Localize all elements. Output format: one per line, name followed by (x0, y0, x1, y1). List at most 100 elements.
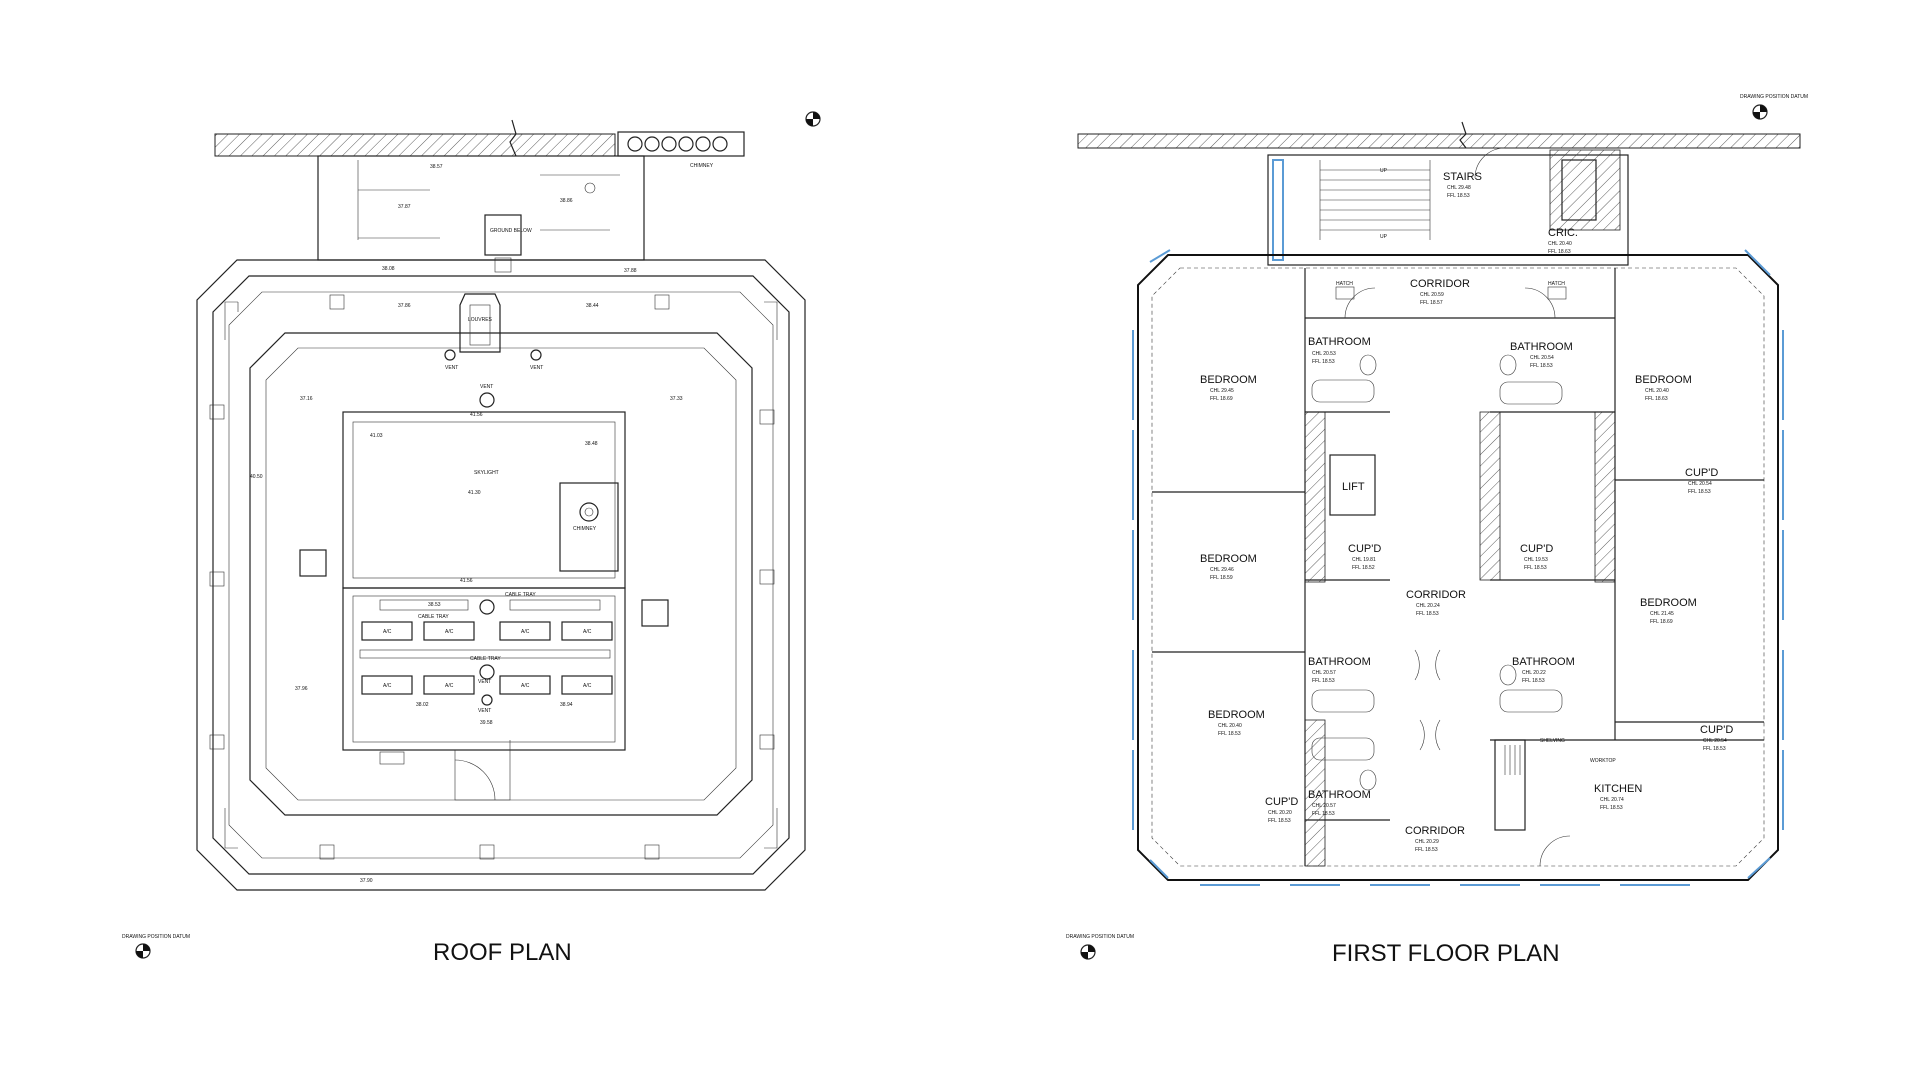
room-ffl: FFL 18.53 (1415, 847, 1438, 853)
datum-target-icon (805, 111, 821, 127)
spot-level: 38.44 (586, 303, 599, 309)
room-name: BATHROOM (1308, 789, 1371, 801)
cable-tray-a-label: CABLE TRAY (418, 614, 449, 620)
vent-icon (479, 392, 495, 408)
spot-level: 38.02 (416, 702, 429, 708)
spot-level: 38.94 (560, 702, 573, 708)
roof-outer-parapet (196, 259, 806, 891)
room-ffl: FFL 18.63 (1645, 396, 1668, 402)
room-ffl: FFL 18.53 (1530, 363, 1553, 369)
vent-icon (530, 349, 542, 361)
ac-unit-label: A/C (383, 629, 392, 635)
up-a-label: UP (1380, 168, 1388, 174)
roof-annex (317, 155, 645, 261)
worktop-label: WORKTOP (1590, 758, 1616, 764)
spot-level: 41.56 (460, 578, 473, 584)
room-chl: CHL 29.48 (1447, 185, 1471, 191)
room-name: CUP'D (1700, 724, 1733, 736)
roof-inner-parapet (249, 332, 753, 816)
spot-level: 37.87 (398, 204, 411, 210)
room-labels: STAIRS CHL 29.48 FFL 18.53 CRIC. CHL 20.… (1200, 171, 1733, 853)
louvres: LOUVRES (459, 293, 501, 353)
spot-level: 37.90 (360, 878, 373, 884)
first-floor-plan-title: FIRST FLOOR PLAN (1332, 940, 1560, 967)
room-ffl: FFL 18.53 (1522, 678, 1545, 684)
spot-level: 41.56 (470, 412, 483, 418)
room-chl: CHL 20.40 (1645, 388, 1669, 394)
vent-d-label: VENT (478, 679, 491, 685)
ac-unit-label: A/C (521, 683, 530, 689)
room-name: CORRIDOR (1405, 825, 1465, 837)
room-chl: CHL 20.54 (1530, 355, 1554, 361)
room-name: CUP'D (1685, 467, 1718, 479)
spot-level: 37.96 (295, 686, 308, 692)
lift-shaft (1329, 454, 1376, 516)
room-name: CUP'D (1265, 796, 1298, 808)
room-ffl: FFL 18.69 (1210, 396, 1233, 402)
room-chl: CHL 21.45 (1650, 611, 1674, 617)
datum-target-icon (1752, 104, 1768, 120)
room-name: LIFT (1342, 481, 1365, 493)
room-chl: CHL 20.20 (1268, 810, 1292, 816)
spot-level: 37.16 (300, 396, 313, 402)
ac-unit-label: A/C (583, 629, 592, 635)
vent-a-label: VENT (445, 365, 458, 371)
datum-target-icon (135, 943, 151, 959)
spot-level: 40.50 (250, 474, 263, 480)
room-chl: CHL 20.24 (1416, 603, 1440, 609)
spot-level: 37.86 (398, 303, 411, 309)
room-name: CRIC. (1548, 227, 1578, 239)
room-ffl: FFL 18.57 (1420, 300, 1443, 306)
room-ffl: FFL 18.59 (1210, 575, 1233, 581)
ac-units: A/C A/C A/C A/C A/C A/C A/C A/C (361, 621, 613, 695)
spot-level: 39.58 (480, 720, 493, 726)
room-ffl: FFL 18.69 (1650, 619, 1673, 625)
room-name: CORRIDOR (1406, 589, 1466, 601)
roof-plan: CHIMNEY GROUND BELOW (122, 111, 821, 966)
chimney-pots: CHIMNEY (617, 131, 745, 169)
room-ffl: FFL 18.53 (1312, 811, 1335, 817)
ac-unit-label: A/C (445, 629, 454, 635)
room-chl: CHL 20.22 (1522, 670, 1546, 676)
drawing-datum-left-label: DRAWING POSITION DATUM (1066, 934, 1134, 940)
room-name: STAIRS (1443, 171, 1482, 183)
roof-plan-title: ROOF PLAN (433, 939, 572, 966)
room-chl: CHL 20.57 (1312, 670, 1336, 676)
room-name: BEDROOM (1200, 553, 1257, 565)
chimney-label: CHIMNEY (573, 526, 597, 532)
vent-icon (444, 349, 456, 361)
first-floor-envelope (1137, 254, 1779, 881)
chimney-top-label: CHIMNEY (690, 163, 714, 169)
room-name: KITCHEN (1594, 783, 1642, 795)
cable-tray-c-label: CABLE TRAY (470, 656, 501, 662)
room-chl: CHL 20.40 (1548, 241, 1572, 247)
room-chl: CHL 19.81 (1352, 557, 1376, 563)
drawing-datum-label: DRAWING POSITION DATUM (122, 934, 190, 940)
room-chl: CHL 20.40 (1218, 723, 1242, 729)
drawing-datum-right-label: DRAWING POSITION DATUM (1740, 94, 1808, 100)
spot-level: 41.30 (468, 490, 481, 496)
skylight-label: SKYLIGHT (474, 470, 499, 476)
room-chl: CHL 20.57 (1312, 803, 1336, 809)
spot-level: 38.48 (585, 441, 598, 447)
spot-level: 37.33 (670, 396, 683, 402)
room-ffl: FFL 18.53 (1524, 565, 1547, 571)
room-chl: CHL 20.59 (1420, 292, 1444, 298)
louvres-label: LOUVRES (468, 317, 493, 323)
spot-level: 38.57 (430, 164, 443, 170)
room-chl: CHL 20.54 (1688, 481, 1712, 487)
room-chl: CHL 20.54 (1703, 738, 1727, 744)
room-ffl: FFL 18.53 (1312, 359, 1335, 365)
room-chl: CHL 20.53 (1312, 351, 1336, 357)
room-ffl: FFL 18.63 (1548, 249, 1571, 255)
room-name: BEDROOM (1208, 709, 1265, 721)
room-name: BEDROOM (1635, 374, 1692, 386)
room-ffl: FFL 18.53 (1416, 611, 1439, 617)
ground-below-label: GROUND BELOW (490, 228, 532, 234)
room-ffl: FFL 18.53 (1218, 731, 1241, 737)
spot-level: 38.08 (382, 266, 395, 272)
spot-level: 37.88 (624, 268, 637, 274)
room-name: BATHROOM (1308, 656, 1371, 668)
room-name: BEDROOM (1200, 374, 1257, 386)
